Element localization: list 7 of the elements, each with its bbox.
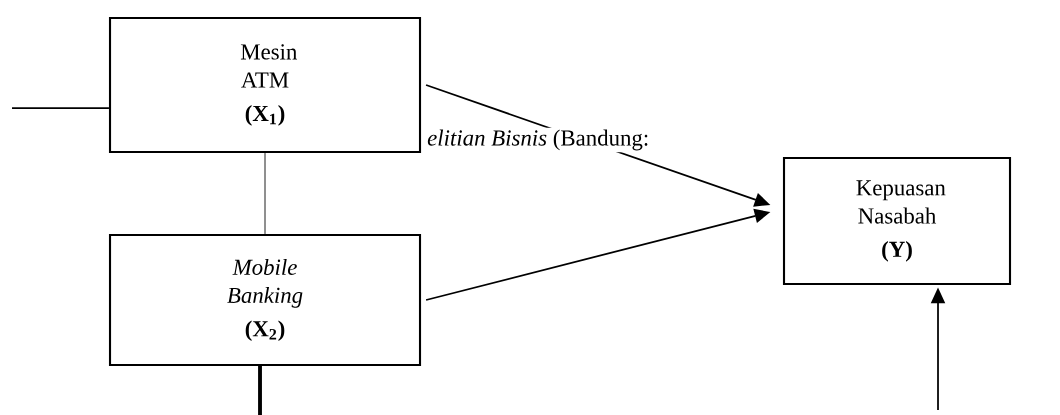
- variable-box: Mesin ATM (X$_{1}$): [108, 16, 422, 154]
- variable-box: Kepuasan Nasabah (Y): [782, 156, 1012, 286]
- note-text: elitian Bisnis (Bandung:: [425, 127, 651, 153]
- connector-line: [264, 152, 266, 235]
- variable-box: Mobile Banking (X$_{2}$): [108, 233, 422, 367]
- connector-line: [11, 107, 110, 109]
- connector-line: [258, 366, 262, 415]
